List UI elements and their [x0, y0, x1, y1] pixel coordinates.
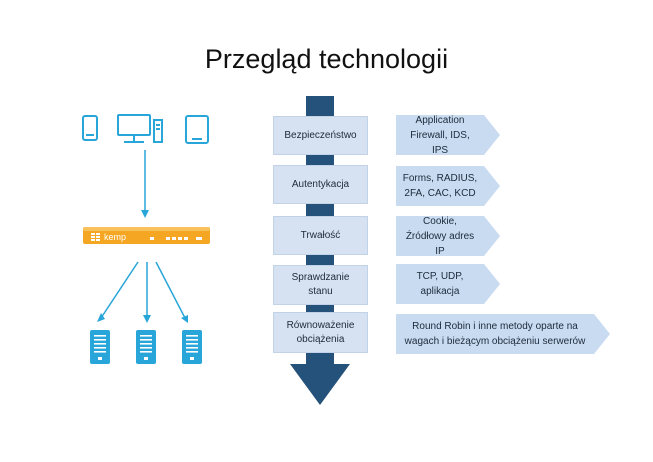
- callout-text: TCP, UDP, aplikacja: [416, 271, 464, 297]
- detail-callout: Cookie, Źródłowy adres IP: [396, 215, 500, 257]
- status-lights: [150, 237, 202, 240]
- callout-arrow-shape: [396, 216, 500, 256]
- callout-arrow-shape: [396, 115, 500, 155]
- step-box: Trwałość: [273, 216, 368, 255]
- detail-callout: Application Firewall, IDS, IPS: [396, 114, 500, 156]
- client-to-balancer-arrow: [141, 150, 149, 218]
- balancer-to-servers-arrows: [97, 261, 188, 323]
- detail-callout: Forms, RADIUS, 2FA, CAC, KCD: [396, 166, 500, 206]
- callout-text: Round Robin i inne metody oparte na waga…: [404, 321, 586, 347]
- kemp-load-balancer-icon: kemp: [83, 227, 210, 244]
- detail-callout: Round Robin i inne metody oparte na waga…: [396, 314, 610, 354]
- callout-text: Application Firewall, IDS, IPS: [410, 114, 470, 156]
- tablet-icon: [185, 115, 209, 144]
- step-box: Autentykacja: [273, 165, 368, 204]
- callout-arrow-shape: [396, 166, 500, 206]
- desktop-computer-icon: [117, 114, 163, 143]
- server-icon: [182, 330, 202, 364]
- server-icon: [90, 330, 110, 364]
- callout-arrow-shape: [396, 264, 500, 304]
- phone-icon: [82, 115, 98, 141]
- detail-callout: TCP, UDP, aplikacja: [396, 264, 500, 304]
- kemp-logo-text: kemp: [104, 232, 126, 242]
- kemp-logo-icon: [91, 233, 100, 241]
- callout-text: Forms, RADIUS, 2FA, CAC, KCD: [402, 173, 478, 199]
- step-box: Bezpieczeństwo: [273, 116, 368, 155]
- server-icon: [136, 330, 156, 364]
- page-title: Przegląd technologii: [204, 44, 449, 74]
- callout-arrow-shape: [396, 314, 610, 354]
- step-box: Sprawdzanie stanu: [273, 265, 368, 305]
- server-group: [90, 330, 202, 364]
- step-box: Równoważenie obciążenia: [273, 312, 368, 353]
- callout-text: Cookie, Źródłowy adres IP: [405, 215, 475, 257]
